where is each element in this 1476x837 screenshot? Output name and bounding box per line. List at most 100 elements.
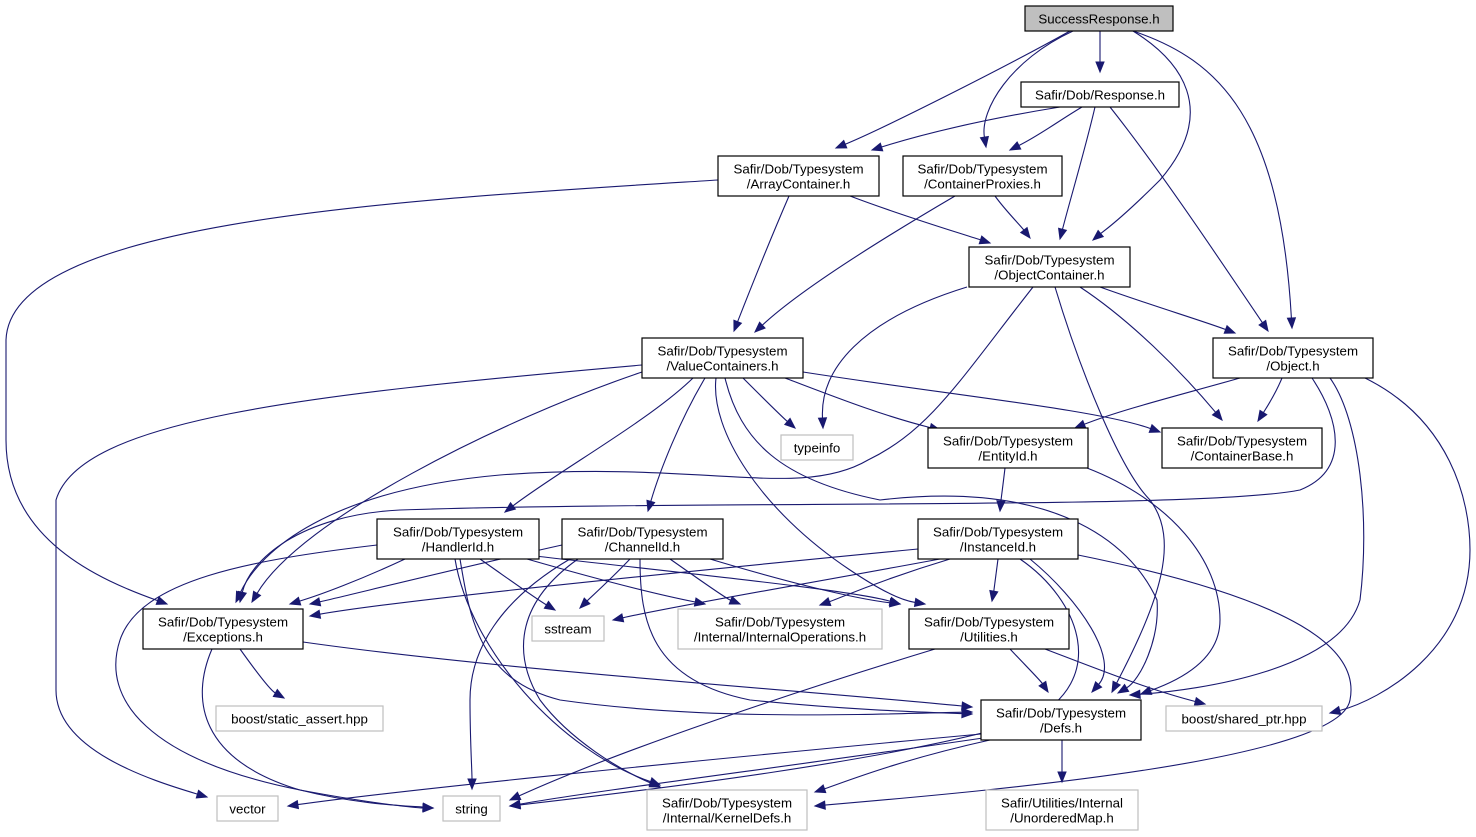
node-internalops: Safir/Dob/Typesystem/Internal/InternalOp…: [677, 608, 883, 650]
edge-line: [1339, 377, 1471, 712]
node-box: [376, 518, 540, 560]
node-label: Safir/Utilities/Internal: [1001, 796, 1123, 811]
edge-array-to-objcont: [849, 195, 992, 245]
node-valcont[interactable]: Safir/Dob/Typesystem/ValueContainers.h: [641, 337, 804, 379]
edge-objcont-to-object: [1099, 286, 1237, 334]
edge-handlerid-to-internalops: [526, 558, 707, 607]
edge-line: [824, 554, 1352, 806]
node-contbase[interactable]: Safir/Dob/Typesystem/ContainerBase.h: [1161, 427, 1323, 469]
edge-valcont-to-channelid: [646, 377, 706, 513]
edge-exceptions-to-defs: [302, 641, 974, 711]
edge-line: [983, 30, 1074, 138]
edge-objcont-to-defs: [1054, 286, 1165, 694]
node-staticassert: boost/static_assert.hpp: [215, 705, 384, 732]
node-label: Safir/Dob/Typesystem: [657, 344, 787, 359]
node-objcont[interactable]: Safir/Dob/Typesystem/ObjectContainer.h: [968, 246, 1131, 288]
edge-line: [881, 106, 1061, 148]
arrowhead-icon: [979, 135, 989, 149]
node-instanceid[interactable]: Safir/Dob/Typesystem/InstanceId.h: [917, 518, 1079, 560]
node-entityid[interactable]: Safir/Dob/Typesystem/EntityId.h: [927, 427, 1089, 469]
edge-object-to-exceptions: [237, 377, 1336, 604]
node-array[interactable]: Safir/Dob/Typesystem/ArrayContainer.h: [717, 155, 880, 197]
node-box: [927, 427, 1089, 469]
node-label: /Utilities.h: [960, 630, 1018, 645]
node-box: [1165, 705, 1323, 732]
node-label: /ObjectContainer.h: [994, 268, 1104, 283]
node-label: /Internal/InternalOperations.h: [694, 630, 866, 645]
edge-channelid-to-sstream: [579, 558, 631, 609]
edge-objcont-to-typeinfo: [817, 286, 968, 430]
arrowhead-icon: [237, 590, 248, 604]
edge-handlerid-to-string: [115, 544, 435, 813]
node-defs[interactable]: Safir/Dob/Typesystem/Defs.h: [980, 699, 1142, 741]
edge-line: [239, 648, 276, 694]
edge-line: [829, 558, 951, 603]
edge-handlerid-to-exceptions: [288, 558, 406, 606]
node-label: Safir/Dob/Typesystem: [715, 615, 845, 630]
edge-defs-to-vector: [286, 733, 982, 810]
edge-line: [821, 286, 968, 419]
edge-line: [534, 555, 891, 602]
edge-line: [669, 558, 731, 601]
edge-line: [526, 558, 696, 603]
arrowhead-icon: [813, 800, 826, 810]
edge-defs-to-unorderedmap: [1057, 740, 1067, 784]
node-label: boost/shared_ptr.hpp: [1182, 712, 1307, 727]
edge-line: [459, 558, 963, 716]
node-sstream: sstream: [531, 615, 605, 642]
arrowhead-icon: [422, 802, 435, 812]
edge-object-to-defs: [1128, 377, 1365, 699]
edge-response-to-array: [870, 106, 1061, 152]
edge-line: [802, 371, 1151, 430]
node-exceptions[interactable]: Safir/Dob/Typesystem/Exceptions.h: [142, 608, 304, 650]
node-label: Safir/Dob/Typesystem: [577, 525, 707, 540]
node-utilities[interactable]: Safir/Dob/Typesystem/Utilities.h: [908, 608, 1070, 650]
arrowhead-icon: [728, 595, 742, 605]
node-typeinfo: typeinfo: [780, 434, 854, 461]
node-label: /UnorderedMap.h: [1010, 811, 1113, 826]
node-label: /Object.h: [1266, 359, 1319, 374]
edge-array-to-exceptions: [5, 179, 719, 605]
arrowhead-icon: [834, 139, 848, 149]
arrowhead-icon: [1058, 227, 1068, 241]
arrowhead-icon: [1128, 689, 1141, 699]
edge-line: [1044, 648, 1196, 703]
node-label: SuccessResponse.h: [1038, 12, 1159, 27]
node-sharedptr: boost/shared_ptr.hpp: [1165, 705, 1323, 732]
edge-line: [737, 195, 790, 322]
node-label: Safir/Dob/Typesystem: [158, 615, 288, 630]
arrowhead-icon: [1095, 61, 1105, 74]
edge-line: [784, 377, 931, 429]
node-box: [902, 155, 1063, 197]
node-label: Safir/Dob/Typesystem: [1228, 344, 1358, 359]
edge-utilities-to-sharedptr: [1044, 648, 1207, 707]
edge-line: [1100, 30, 1191, 235]
edges-layer: [5, 30, 1471, 813]
edge-line: [297, 733, 982, 806]
node-object[interactable]: Safir/Dob/Typesystem/Object.h: [1212, 337, 1374, 379]
arrowhead-icon: [288, 596, 302, 606]
arrowhead-icon: [1211, 408, 1223, 422]
edge-line: [849, 195, 981, 241]
node-success: SuccessResponse.h: [1024, 5, 1174, 32]
node-label: typeinfo: [794, 441, 841, 456]
node-label: /ValueContainers.h: [666, 359, 778, 374]
node-handlerid[interactable]: Safir/Dob/Typesystem/HandlerId.h: [376, 518, 540, 560]
node-proxies[interactable]: Safir/Dob/Typesystem/ContainerProxies.h: [902, 155, 1063, 197]
node-channelid[interactable]: Safir/Dob/Typesystem/ChannelId.h: [561, 518, 724, 560]
arrowhead-icon: [1057, 771, 1067, 784]
edge-line: [299, 558, 406, 602]
node-label: Safir/Dob/Typesystem: [1177, 434, 1307, 449]
node-box: [908, 608, 1070, 650]
edge-line: [469, 558, 571, 780]
edge-entityid-to-instanceid: [996, 467, 1006, 513]
arrowhead-icon: [1193, 696, 1207, 707]
edge-success-to-response: [1095, 31, 1105, 74]
node-label: Safir/Dob/Typesystem: [984, 253, 1114, 268]
edge-instanceid-to-kerneldefs: [813, 554, 1352, 810]
edge-success-to-proxies: [979, 30, 1074, 149]
edge-utilities-to-defs: [1009, 648, 1049, 694]
node-response[interactable]: Safir/Dob/Response.h: [1020, 81, 1180, 108]
node-box: [216, 795, 279, 822]
edge-line: [5, 179, 719, 602]
